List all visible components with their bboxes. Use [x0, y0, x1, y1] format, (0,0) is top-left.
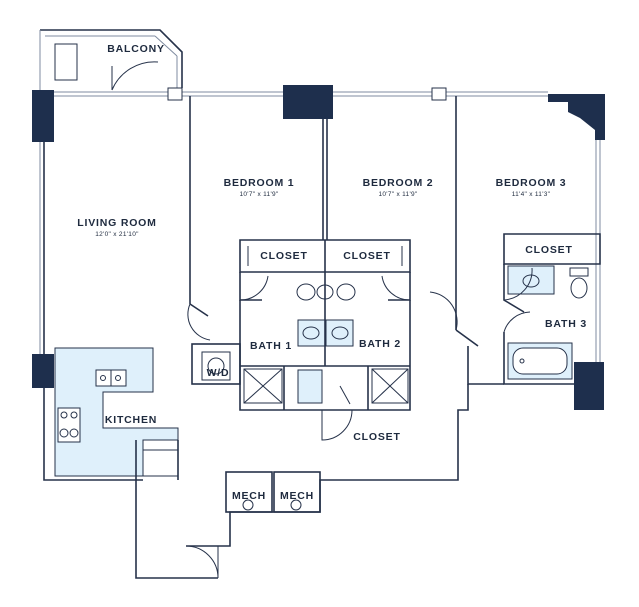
mech2-label: MECH: [280, 490, 314, 502]
structural-columns: [32, 85, 605, 410]
balcony-furniture: [54, 43, 78, 81]
kitchen-counters: [54, 347, 179, 477]
bath-fixtures: [243, 265, 589, 404]
hall-closet-label: CLOSET: [353, 431, 400, 443]
living-room-dims: 12'0" x 21'10": [95, 231, 139, 238]
balcony-door-swing: [111, 61, 159, 91]
closet2-label: CLOSET: [343, 250, 390, 262]
walls: [39, 29, 601, 579]
refrigerator: [142, 449, 179, 477]
bedroom2-dims: 10'7" x 11'9": [378, 191, 417, 198]
balcony-label: BALCONY: [107, 43, 165, 55]
bedroom1-label: BEDROOM 1: [224, 177, 295, 189]
closet1-label: CLOSET: [260, 250, 307, 262]
bedroom3-label: BEDROOM 3: [496, 177, 567, 189]
room-labels: BALCONY LIVING ROOM 12'0" x 21'10" BEDRO…: [77, 43, 587, 502]
bedroom2-label: BEDROOM 2: [363, 177, 434, 189]
closet3-label: CLOSET: [525, 244, 572, 256]
mech1-label: MECH: [232, 490, 266, 502]
toilet-2: [336, 283, 356, 301]
cooktop: [57, 407, 81, 443]
wd-label: W/D: [207, 367, 230, 379]
bedroom1-dims: 10'7" x 11'9": [239, 191, 278, 198]
kitchen-label: KITCHEN: [105, 414, 157, 426]
closet-rod: [339, 385, 351, 405]
bath3-toilet: [570, 277, 588, 299]
bedroom3-dims: 11'4" x 11'3": [512, 191, 551, 198]
bath3-label: BATH 3: [545, 318, 587, 330]
living-room-label: LIVING ROOM: [77, 217, 156, 229]
toilet-1: [296, 283, 316, 301]
bath2-label: BATH 2: [359, 338, 401, 350]
bath1-label: BATH 1: [250, 340, 292, 352]
